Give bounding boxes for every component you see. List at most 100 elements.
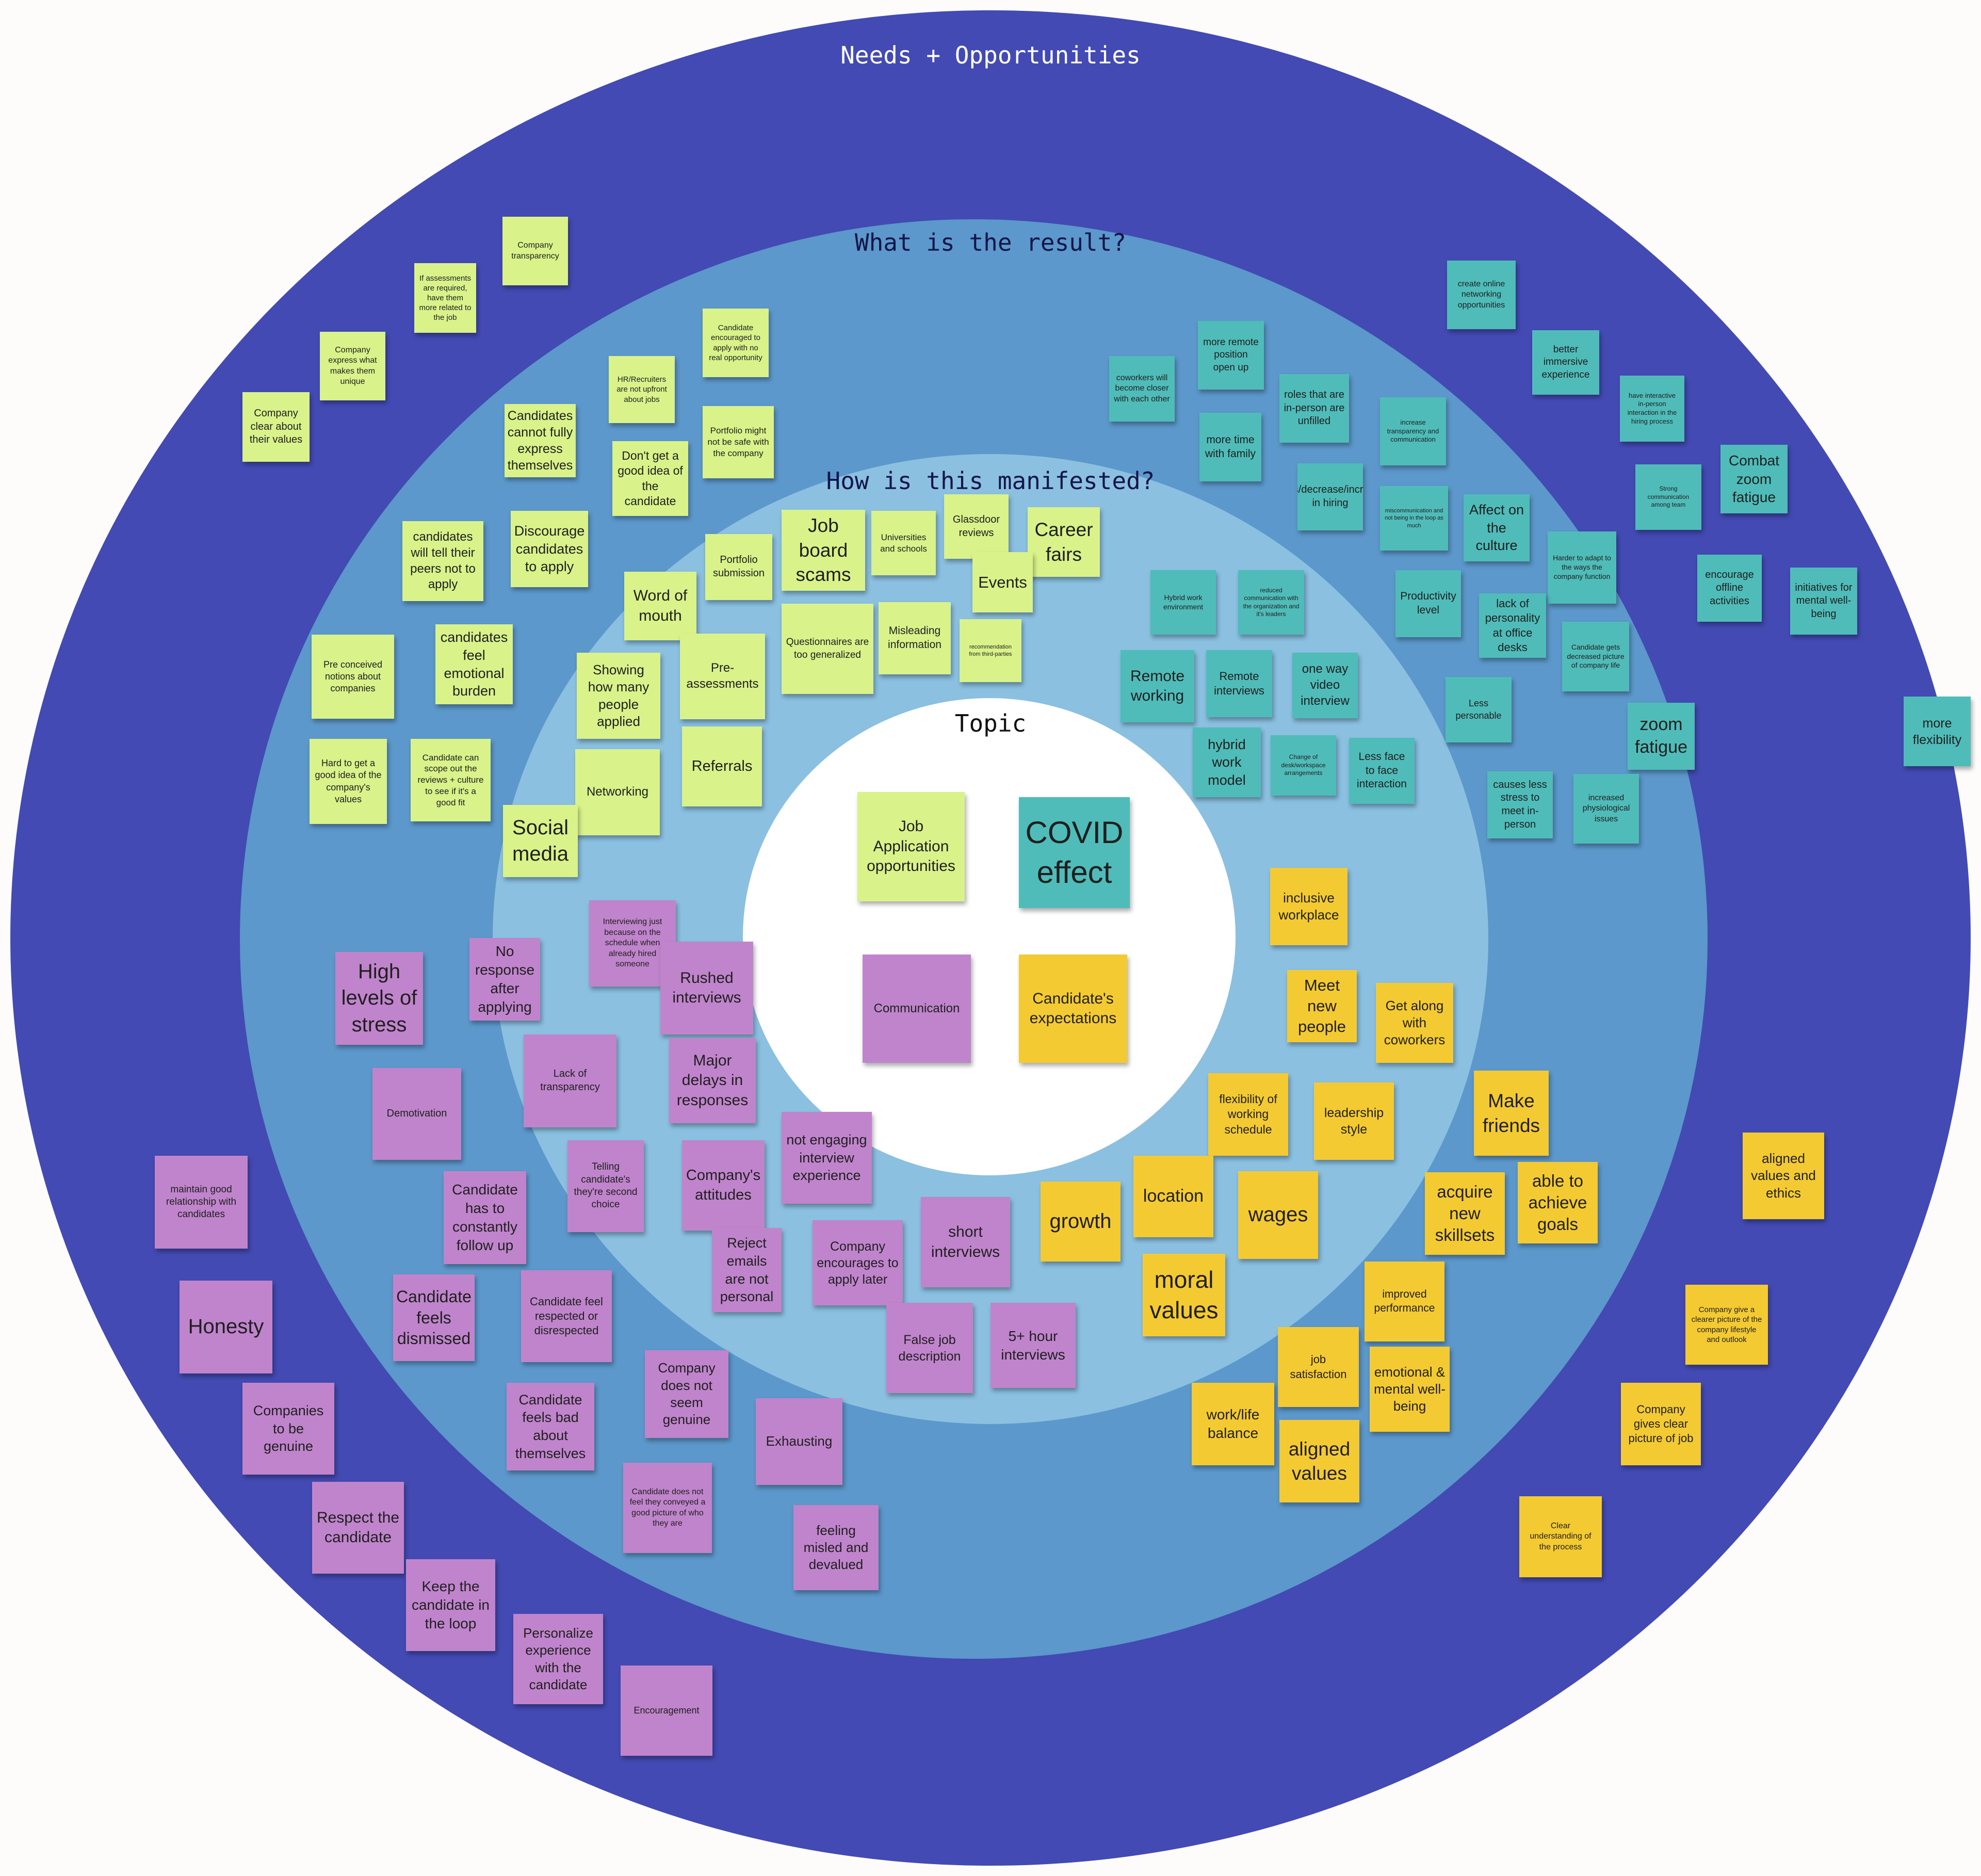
sticky-note-remote-working[interactable]: Remote working bbox=[1121, 650, 1194, 722]
sticky-note-events[interactable]: Events bbox=[972, 552, 1033, 612]
sticky-note-reject-emails-are-not-personal[interactable]: Reject emails are not personal bbox=[712, 1228, 782, 1312]
sticky-note-productivity-level[interactable]: Productivity level bbox=[1395, 570, 1461, 637]
sticky-note-no-response-after-applying[interactable]: No response after applying bbox=[469, 938, 540, 1021]
topic-note-covid-effect[interactable]: COVID effect bbox=[1019, 797, 1130, 908]
sticky-note-more-time-with-family[interactable]: more time with family bbox=[1199, 413, 1261, 481]
sticky-note-get-along-with-coworkers[interactable]: Get along with coworkers bbox=[1376, 983, 1453, 1063]
topic-note-job-application-opportunities[interactable]: Job Application opportunities bbox=[857, 792, 965, 901]
sticky-note-company-gives-clear-picture-of-job[interactable]: Company gives clear picture of job bbox=[1621, 1383, 1701, 1465]
sticky-note-telling-candidate-s-they-re-second-choice[interactable]: Telling candidate's they're second choic… bbox=[567, 1140, 644, 1232]
sticky-note-improved-performance[interactable]: improved performance bbox=[1365, 1262, 1444, 1341]
sticky-note-have-interactive-in-person-interaction-in-the-hiring-process[interactable]: have interactive in-person interaction i… bbox=[1620, 376, 1684, 442]
sticky-note-honesty[interactable]: Honesty bbox=[180, 1281, 272, 1373]
sticky-note-maintain-good-relationship-with-candidates[interactable]: maintain good relationship with candidat… bbox=[155, 1156, 248, 1249]
sticky-note-initiatives-for-mental-well-being[interactable]: initiatives for mental well-being bbox=[1790, 568, 1857, 635]
sticky-note-coworkers-will-become-closer-with-each-other[interactable]: coworkers will become closer with each o… bbox=[1109, 356, 1175, 422]
sticky-note-misleading-information[interactable]: Misleading information bbox=[879, 602, 951, 674]
sticky-note-company-clear-about-their-values[interactable]: Company clear about their values bbox=[242, 392, 310, 462]
topic-note-communication[interactable]: Communication bbox=[863, 955, 971, 1063]
sticky-note-meet-new-people[interactable]: Meet new people bbox=[1287, 970, 1357, 1042]
sticky-note-pre-assessments[interactable]: Pre-assessments bbox=[680, 634, 765, 719]
sticky-note-if-assessments-are-required-have-them-more-related-to-the-job[interactable]: If assessments are required, have them m… bbox=[414, 263, 476, 333]
sticky-note-job-satisfaction[interactable]: job satisfaction bbox=[1278, 1327, 1359, 1407]
sticky-note-showing-how-many-people-applied[interactable]: Showing how many people applied bbox=[577, 653, 660, 739]
sticky-note-discourage-candidates-to-apply[interactable]: Discourage candidates to apply bbox=[511, 511, 588, 587]
sticky-note-hybrid-work-environment[interactable]: Hybrid work environment bbox=[1150, 570, 1216, 635]
sticky-note-location[interactable]: location bbox=[1133, 1156, 1213, 1237]
sticky-note-halts-decrease-increase-in-hiring[interactable]: Halts/decrease/increase in hiring bbox=[1297, 463, 1363, 530]
sticky-note-able-to-achieve-goals[interactable]: able to achieve goals bbox=[1518, 1162, 1598, 1243]
sticky-note-lack-of-personality-at-office-desks[interactable]: lack of personality at office desks bbox=[1479, 593, 1546, 658]
sticky-note-candidates-feel-emotional-burden[interactable]: candidates feel emotional burden bbox=[435, 624, 513, 704]
sticky-note-lack-of-transparency[interactable]: Lack of transparency bbox=[524, 1034, 616, 1127]
sticky-note-reduced-communication-with-the-organization-and-it-s-leaders[interactable]: reduced communication with the organizat… bbox=[1238, 570, 1304, 635]
sticky-note-more-remote-position-open-up[interactable]: more remote position open up bbox=[1198, 321, 1264, 390]
sticky-note-candidate-can-scope-out-the-reviews-culture-to-see-if-it-s-a-good-fit[interactable]: Candidate can scope out the reviews + cu… bbox=[411, 739, 491, 821]
sticky-note-feeling-misled-and-devalued[interactable]: feeling misled and devalued bbox=[793, 1505, 879, 1590]
sticky-note-acquire-new-skillsets[interactable]: acquire new skillsets bbox=[1425, 1172, 1505, 1255]
sticky-note-affect-on-the-culture[interactable]: Affect on the culture bbox=[1464, 494, 1530, 561]
sticky-note-candidate-feels-bad-about-themselves[interactable]: Candidate feels bad about themselves bbox=[507, 1383, 594, 1470]
sticky-note-hybrid-work-model[interactable]: hybrid work model bbox=[1193, 727, 1261, 797]
sticky-note-encourage-offline-activities[interactable]: encourage offline activities bbox=[1697, 555, 1762, 622]
sticky-note-company-encourages-to-apply-later[interactable]: Company encourages to apply later bbox=[813, 1220, 903, 1305]
sticky-note-one-way-video-interview[interactable]: one way video interview bbox=[1292, 653, 1358, 718]
sticky-note-personalize-experience-with-the-candidate[interactable]: Personalize experience with the candidat… bbox=[513, 1614, 603, 1704]
sticky-note-make-friends[interactable]: Make friends bbox=[1474, 1071, 1549, 1156]
sticky-note-candidates-cannot-fully-express-themselves[interactable]: Candidates cannot fully express themselv… bbox=[505, 404, 576, 477]
topic-note-candidate-s-expectations[interactable]: Candidate's expectations bbox=[1019, 955, 1127, 1063]
sticky-note-combat-zoom-fatigue[interactable]: Combat zoom fatigue bbox=[1720, 445, 1788, 513]
sticky-note-recommendation-from-third-parties[interactable]: recommendation from third-parties bbox=[960, 619, 1021, 682]
sticky-note-better-immersive-experience[interactable]: better immersive experience bbox=[1532, 330, 1599, 395]
sticky-note-increase-transparency-and-communication[interactable]: increase transparency and communication bbox=[1380, 397, 1446, 465]
sticky-note-candidate-feels-dismissed[interactable]: Candidate feels dismissed bbox=[393, 1274, 475, 1361]
sticky-note-company-express-what-makes-them-unique[interactable]: Company express what makes them unique bbox=[320, 332, 385, 400]
sticky-note-encouragement[interactable]: Encouragement bbox=[621, 1665, 712, 1756]
sticky-note-keep-the-candidate-in-the-loop[interactable]: Keep the candidate in the loop bbox=[406, 1559, 495, 1651]
sticky-note-referrals[interactable]: Referrals bbox=[682, 726, 762, 806]
sticky-note-rushed-interviews[interactable]: Rushed interviews bbox=[660, 942, 753, 1034]
sticky-note-career-fairs[interactable]: Career fairs bbox=[1028, 507, 1100, 577]
sticky-note-growth[interactable]: growth bbox=[1041, 1182, 1121, 1262]
sticky-note-exhausting[interactable]: Exhausting bbox=[756, 1398, 842, 1485]
sticky-note-candidate-feel-respected-or-disrespected[interactable]: Candidate feel respected or disrespected bbox=[521, 1270, 612, 1362]
sticky-note-company-does-not-seem-genuine[interactable]: Company does not seem genuine bbox=[645, 1350, 728, 1438]
sticky-note-job-board-scams[interactable]: Job board scams bbox=[782, 510, 865, 591]
sticky-note-universities-and-schools[interactable]: Universities and schools bbox=[871, 511, 936, 575]
sticky-note-strong-communication-among-team[interactable]: Strong communication among team bbox=[1635, 464, 1701, 530]
sticky-note-candidate-does-not-feel-they-conveyed-a-good-picture-of-who-they-are[interactable]: Candidate does not feel they conveyed a … bbox=[623, 1463, 712, 1553]
sticky-note-causes-less-stress-to-meet-in-person[interactable]: causes less stress to meet in-person bbox=[1487, 771, 1553, 838]
sticky-note-emotional-and-mental-well-being[interactable]: emotional & mental well-being bbox=[1370, 1347, 1450, 1432]
sticky-note-change-of-desk-workspace-arrangements[interactable]: Change of desk/workspace arrangements bbox=[1271, 735, 1336, 796]
sticky-note-glassdoor-reviews[interactable]: Glassdoor reviews bbox=[944, 494, 1009, 559]
sticky-note-company-give-a-clearer-picture-of-the-company-lifestyle-and-outlook[interactable]: Company give a clearer picture of the co… bbox=[1685, 1285, 1768, 1365]
sticky-note-zoom-fatigue[interactable]: zoom fatigue bbox=[1628, 703, 1695, 770]
sticky-note-word-of-mouth[interactable]: Word of mouth bbox=[624, 572, 696, 640]
sticky-note-aligned-values-and-ethics[interactable]: aligned values and ethics bbox=[1743, 1133, 1824, 1219]
sticky-note-create-online-networking-opportunities[interactable]: create online networking opportunities bbox=[1447, 261, 1516, 329]
sticky-note-networking[interactable]: Networking bbox=[575, 749, 660, 835]
sticky-note-moral-values[interactable]: moral values bbox=[1143, 1254, 1225, 1336]
sticky-note-flexibility-of-working-schedule[interactable]: flexibility of working schedule bbox=[1208, 1073, 1288, 1156]
sticky-note-major-delays-in-responses[interactable]: Major delays in responses bbox=[669, 1038, 756, 1123]
sticky-note-aligned-values[interactable]: aligned values bbox=[1279, 1420, 1359, 1502]
sticky-note-false-job-description[interactable]: False job description bbox=[886, 1303, 973, 1393]
sticky-note-roles-that-are-in-person-are-unfilled[interactable]: roles that are in-person are unfilled bbox=[1279, 374, 1349, 443]
sticky-note-wages[interactable]: wages bbox=[1238, 1171, 1318, 1259]
sticky-note-don-t-get-a-good-idea-of-the-candidate[interactable]: Don't get a good idea of the candidate bbox=[612, 441, 688, 516]
sticky-note-high-levels-of-stress[interactable]: High levels of stress bbox=[335, 952, 423, 1045]
sticky-note-candidates-will-tell-their-peers-not-to-apply[interactable]: candidates will tell their peers not to … bbox=[402, 521, 483, 601]
sticky-note-portfolio-submission[interactable]: Portfolio submission bbox=[705, 534, 772, 600]
sticky-note-demotivation[interactable]: Demotivation bbox=[372, 1068, 461, 1160]
sticky-note-miscommunication-and-not-being-in-the-loop-as-much[interactable]: miscommunication and not being in the lo… bbox=[1380, 486, 1448, 551]
sticky-note-hard-to-get-a-good-idea-of-the-company-s-values[interactable]: Hard to get a good idea of the company's… bbox=[310, 739, 387, 824]
sticky-note-remote-interviews[interactable]: Remote interviews bbox=[1206, 650, 1272, 717]
sticky-note-less-face-to-face-interaction[interactable]: Less face to face interaction bbox=[1349, 738, 1415, 804]
sticky-note-candidate-gets-decreased-picture-of-company-life[interactable]: Candidate gets decreased picture of comp… bbox=[1562, 622, 1629, 691]
sticky-note-inclusive-workplace[interactable]: inclusive workplace bbox=[1270, 868, 1347, 945]
sticky-note-questionnaires-are-too-generalized[interactable]: Questionnaires are too generalized bbox=[782, 604, 873, 694]
sticky-note-not-engaging-interview-experience[interactable]: not engaging interview experience bbox=[782, 1112, 872, 1204]
sticky-note-leadership-style[interactable]: leadership style bbox=[1314, 1082, 1394, 1160]
sticky-note-pre-conceived-notions-about-companies[interactable]: Pre conceived notions about companies bbox=[312, 635, 394, 719]
sticky-note-candidate-encouraged-to-apply-with-no-real-opportunity[interactable]: Candidate encouraged to apply with no re… bbox=[703, 309, 769, 377]
